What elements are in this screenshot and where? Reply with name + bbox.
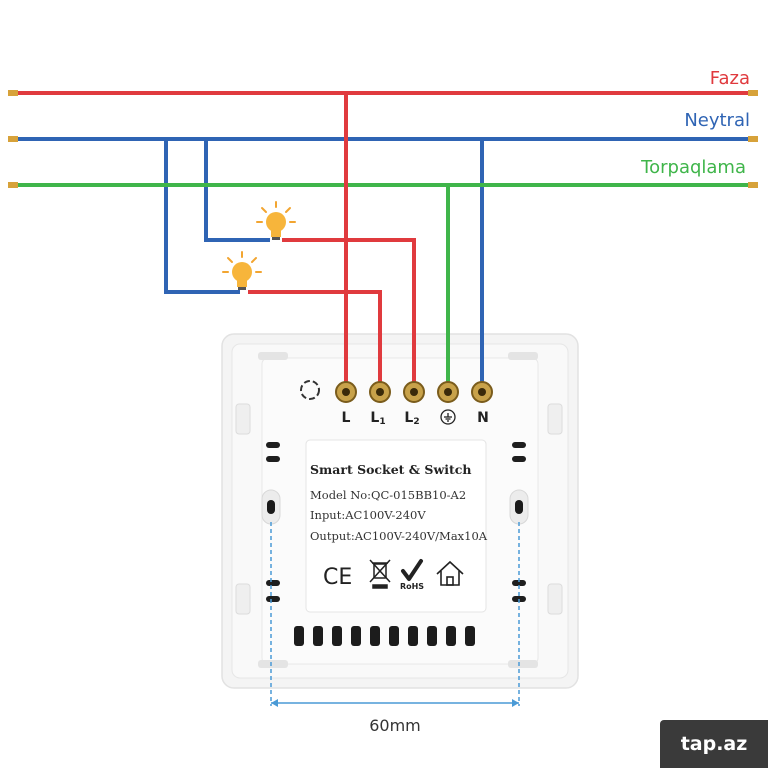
bulb-icon bbox=[256, 201, 296, 240]
vent-slot bbox=[313, 626, 323, 646]
neutral-wires bbox=[164, 140, 484, 382]
terminal-label-l: L bbox=[342, 410, 351, 426]
watermark-badge: tap.az bbox=[660, 720, 768, 768]
screw-mark-icon bbox=[300, 380, 320, 400]
vent-slot bbox=[332, 626, 342, 646]
weee-bin-icon bbox=[369, 559, 391, 589]
house-icon bbox=[436, 560, 464, 586]
switched-wires bbox=[248, 238, 416, 382]
bus-line-phase bbox=[8, 90, 758, 96]
dimension-label: 60mm bbox=[369, 716, 421, 735]
bulb-icon bbox=[222, 251, 262, 290]
label-torpaqlama: Torpaqlama bbox=[640, 157, 746, 178]
vent-slot bbox=[370, 626, 380, 646]
terminal-label-n: N bbox=[477, 410, 489, 426]
dimension-line bbox=[270, 522, 520, 707]
terminal-screws bbox=[335, 381, 493, 403]
device-output: Output:AC100V-240V/Max10A bbox=[310, 529, 488, 543]
terminal-l bbox=[335, 381, 357, 403]
terminal-label-l2: L2 bbox=[404, 410, 419, 427]
vent-slot bbox=[408, 626, 418, 646]
svg-text:RoHS: RoHS bbox=[400, 582, 424, 591]
switch-module bbox=[221, 333, 579, 689]
rohs-check-icon: RoHS bbox=[400, 559, 424, 591]
terminal-label-l1: L1 bbox=[370, 410, 385, 427]
terminal-ground bbox=[437, 381, 459, 403]
terminal-n bbox=[471, 381, 493, 403]
vent-slot bbox=[427, 626, 437, 646]
vent-slot bbox=[465, 626, 475, 646]
vent-slots-side bbox=[266, 442, 526, 602]
vent-slot bbox=[351, 626, 361, 646]
vent-slot bbox=[294, 626, 304, 646]
terminal-l2 bbox=[403, 381, 425, 403]
bus-line-ground bbox=[8, 182, 758, 188]
vent-slots-bottom bbox=[294, 626, 475, 646]
device-input: Input:AC100V-240V bbox=[310, 508, 426, 522]
bus-line-neutral bbox=[8, 136, 758, 142]
device-title: Smart Socket & Switch bbox=[310, 462, 471, 477]
label-faza: Faza bbox=[710, 68, 750, 89]
label-neytral: Neytral bbox=[684, 110, 750, 131]
vent-slot bbox=[446, 626, 456, 646]
ce-mark-icon: CE bbox=[323, 565, 352, 590]
ground-symbol-icon bbox=[440, 409, 456, 425]
vent-slot bbox=[389, 626, 399, 646]
terminal-l1 bbox=[369, 381, 391, 403]
device-model: Model No:QC-015BB10-A2 bbox=[310, 488, 466, 502]
